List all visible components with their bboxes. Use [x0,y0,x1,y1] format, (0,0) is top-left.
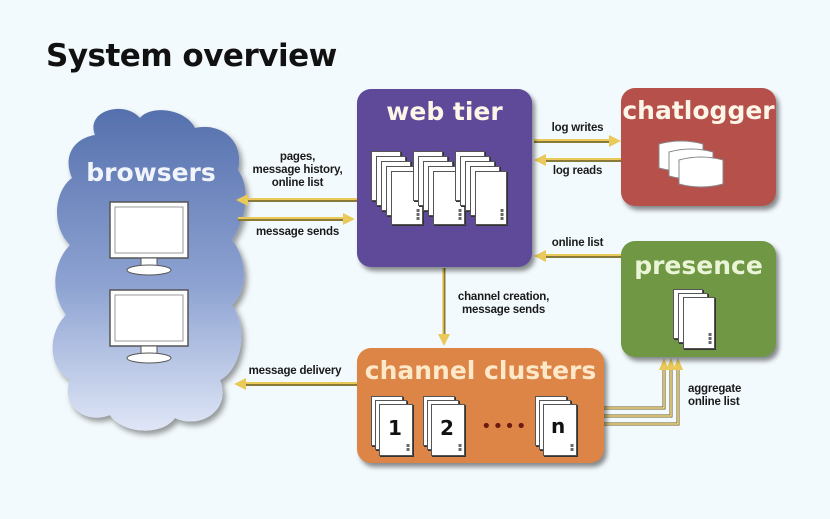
edge-label-log-reads: log reads [552,165,603,177]
server-stack-icon: ▪▪▪ ▪▪▪ ▪▪▪ [371,151,521,241]
web-tier-node: web tier ▪▪▪ ▪▪▪ ▪▪▪ [357,89,532,267]
arrow-log-reads [534,154,621,166]
cluster-2: ▪▪ 2 [423,396,467,456]
arrow-channels-to-presence [604,358,683,426]
page-title: System overview [46,38,337,74]
edge-label-message-sends: message sends [255,226,340,238]
edge-label-web-to-browsers: pages, message history, online list [252,151,343,189]
browsers-label: browsers [86,158,216,187]
cluster-number: n [551,414,566,438]
cluster-1: ▪▪ 1 [371,396,415,456]
channel-clusters-node: channel clusters ▪▪ 1 ▪▪ 2 •••• ▪▪ n [357,348,604,463]
arrow-browsers-to-web [238,213,355,225]
edge-label-log-writes: log writes [551,122,604,134]
channel-clusters-label: channel clusters [364,356,597,385]
edge-label-message-delivery: message delivery [248,365,342,377]
ellipsis: •••• [481,416,528,437]
edge-label-aggregate-online-list: aggregate online list [688,383,742,408]
arrow-log-writes [534,135,621,147]
arrow-web-to-browsers [236,194,357,206]
cluster-number: 1 [388,416,402,440]
presence-label: presence [634,251,763,280]
arrow-presence-to-web [534,250,621,262]
edge-label-online-list: online list [551,237,604,249]
cluster-number: 2 [440,416,454,440]
presence-node: presence ▪▪▪ [621,241,776,357]
chatlogger-node: chatlogger [621,88,776,206]
arrow-channels-to-browsers [234,378,357,390]
edge-label-web-to-channels: channel creation, message sends [457,291,550,316]
database-icon [658,140,724,188]
chatlogger-label: chatlogger [622,96,775,125]
cluster-n: ▪▪ n [535,396,579,456]
server-stack-icon: ▪▪▪ [673,289,723,349]
web-tier-label: web tier [386,97,503,126]
monitor-icon [109,201,189,364]
arrow-web-to-channels [438,268,450,346]
